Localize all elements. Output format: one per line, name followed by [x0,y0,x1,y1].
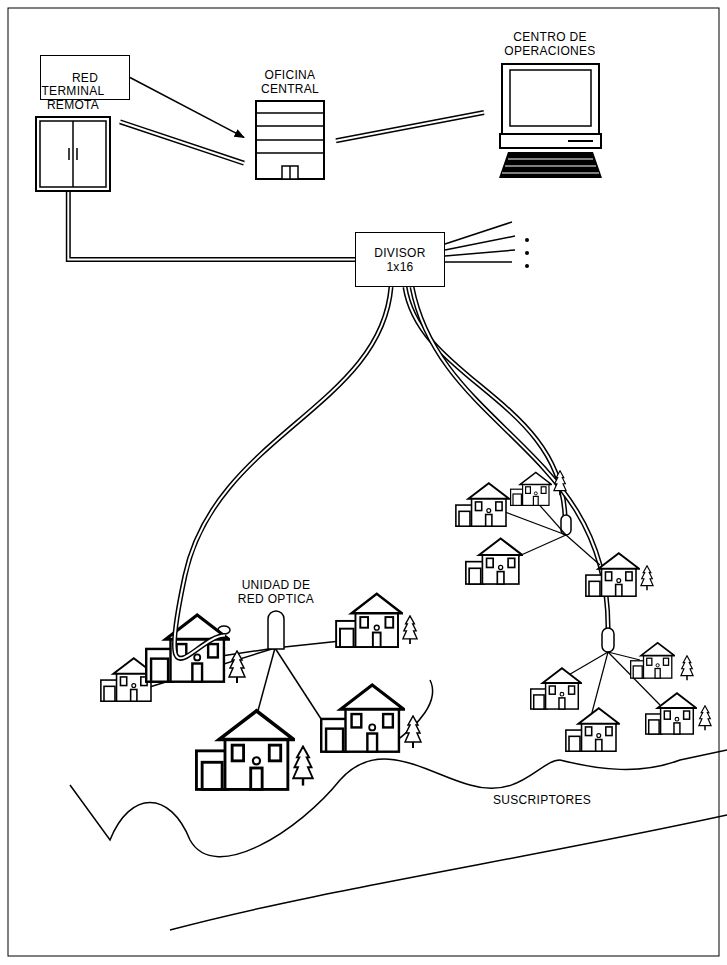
box-label: DIVISOR 1x16 [368,246,432,274]
central-office: OFICINA CENTRAL [244,68,336,180]
node-label: TERMINAL REMOTA [33,84,113,112]
box-label: RED [72,71,98,85]
building-symbol [255,100,325,180]
subscribers-label: SUSCRIPTORES [490,792,594,808]
remote-terminal: TERMINAL REMOTA [26,84,120,192]
node-label: OFICINA CENTRAL [251,68,329,96]
fiber-link [336,113,484,141]
splitter-box: DIVISOR 1x16 [355,232,445,287]
node-label: CENTRO DE OPERACIONES [491,30,609,58]
computer-symbol [498,62,603,180]
fiber-link [68,192,355,260]
onu-symbol [267,610,285,650]
cabinet-symbol [35,116,111,192]
node-label: UNIDAD DE RED OPTICA [232,578,320,606]
fiber-link [120,122,244,163]
optical-network-unit: UNIDAD DE RED OPTICA [225,578,327,650]
operations-center: CENTRO DE OPERACIONES [484,30,616,180]
fiber-link [174,287,391,658]
